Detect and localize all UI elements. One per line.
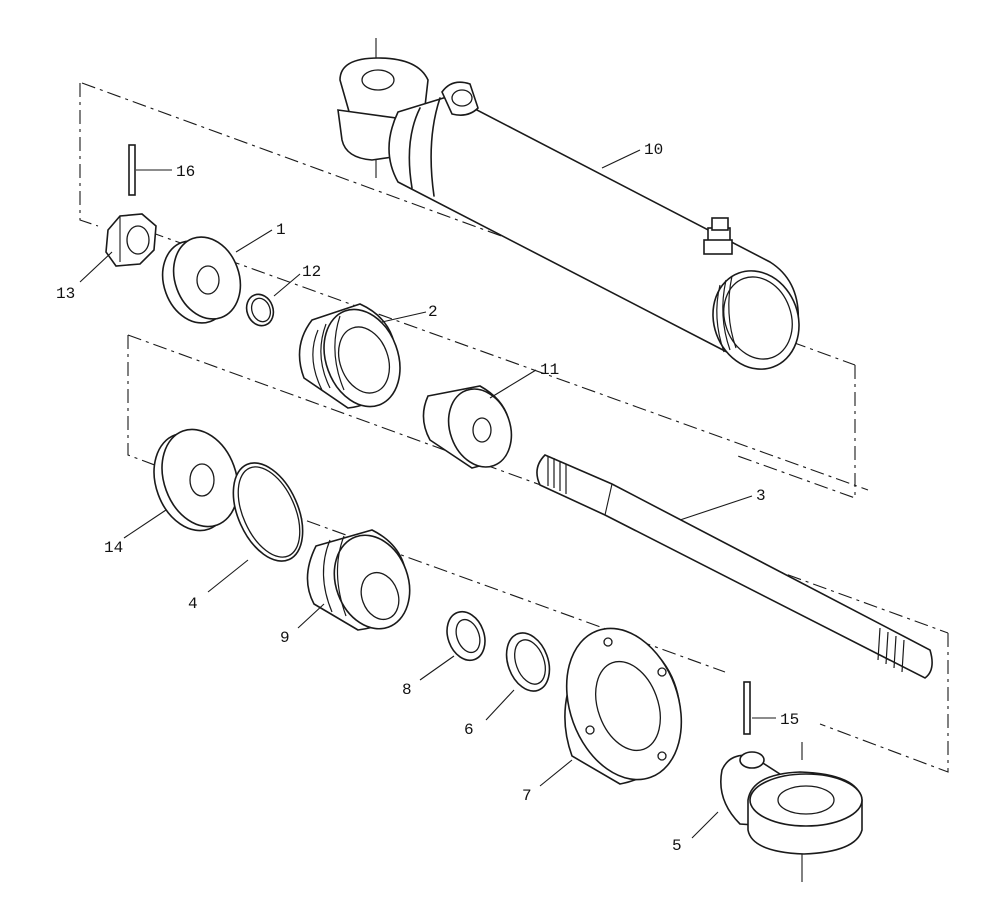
end-cap-bolt-hole-4 bbox=[585, 725, 595, 735]
front-port-hex bbox=[703, 239, 733, 255]
washer-14-hole bbox=[189, 463, 215, 497]
rod-eye-pin-boss bbox=[739, 751, 765, 769]
centerline-upper-right bbox=[734, 365, 856, 499]
leader-1 bbox=[235, 229, 273, 253]
leader-14 bbox=[123, 509, 167, 539]
part-5-rod-eye bbox=[720, 742, 863, 882]
rod-shoulder bbox=[604, 483, 613, 516]
callout-2: 2 bbox=[428, 303, 438, 321]
leader-5 bbox=[691, 811, 719, 839]
rod-shaft bbox=[536, 454, 933, 679]
end-cap-bolt-hole-3 bbox=[657, 751, 667, 761]
wiper-6-inner bbox=[514, 639, 546, 685]
piston-grooves bbox=[312, 315, 345, 391]
part-8-seal bbox=[446, 610, 486, 662]
hex-nut-bore bbox=[126, 225, 150, 255]
part-4-o-ring bbox=[232, 462, 304, 562]
part-6-wiper bbox=[505, 632, 551, 692]
callout-15: 15 bbox=[780, 711, 799, 729]
barrel-collar bbox=[408, 107, 421, 189]
callout-10: 10 bbox=[644, 141, 663, 159]
leader-9 bbox=[297, 603, 325, 629]
part-13-hex-nut bbox=[105, 213, 157, 267]
roll-pin-16 bbox=[128, 144, 136, 196]
callout-9: 9 bbox=[280, 629, 290, 647]
rear-port-opening bbox=[451, 89, 473, 107]
leader-3 bbox=[679, 495, 753, 521]
o-ring-4-inner bbox=[237, 466, 301, 558]
callout-11: 11 bbox=[540, 361, 559, 379]
leader-12 bbox=[273, 273, 301, 297]
callout-1: 1 bbox=[276, 221, 286, 239]
centerline-lower-top bbox=[127, 334, 949, 634]
callout-6: 6 bbox=[464, 721, 474, 739]
callout-7: 7 bbox=[522, 787, 532, 805]
part-2-piston bbox=[298, 303, 401, 409]
callout-8: 8 bbox=[402, 681, 412, 699]
rod-eye-bore bbox=[777, 785, 835, 815]
end-cap-bolt-hole-2 bbox=[657, 667, 667, 677]
axis-line-lower bbox=[179, 474, 726, 673]
callout-16: 16 bbox=[176, 163, 195, 181]
gland-bore bbox=[360, 571, 400, 621]
end-cap-bolt-hole-1 bbox=[603, 637, 613, 647]
end-cap-bore bbox=[595, 660, 661, 752]
callout-14: 14 bbox=[104, 539, 123, 557]
leader-13 bbox=[79, 251, 113, 283]
callout-4: 4 bbox=[188, 595, 198, 613]
leader-10 bbox=[601, 149, 641, 169]
spacer-bore bbox=[472, 417, 492, 443]
callout-5: 5 bbox=[672, 837, 682, 855]
barrel-collar-inner bbox=[430, 97, 441, 197]
part-7-end-cap bbox=[564, 627, 683, 785]
piston-bore bbox=[337, 326, 391, 394]
part-3-piston-rod bbox=[536, 454, 933, 679]
part-10-cylinder-barrel bbox=[337, 38, 800, 370]
front-port-nipple bbox=[711, 217, 729, 231]
leader-11 bbox=[489, 369, 537, 399]
part-11-spacer bbox=[422, 385, 513, 469]
clevis-pin-hole bbox=[361, 69, 395, 91]
callout-13: 13 bbox=[56, 285, 75, 303]
rod-threads-rear bbox=[547, 456, 567, 494]
leader-6 bbox=[485, 689, 515, 721]
leader-8 bbox=[419, 655, 455, 681]
rod-threads-front bbox=[877, 627, 905, 673]
callout-12: 12 bbox=[302, 263, 321, 281]
roll-pin-15 bbox=[743, 681, 751, 735]
part-16-roll-pin bbox=[128, 144, 136, 196]
part-12-o-ring bbox=[245, 293, 275, 327]
washer-1-hole bbox=[196, 265, 220, 295]
o-ring-12-inner bbox=[250, 297, 272, 323]
gland-grooves bbox=[322, 535, 347, 617]
seal-8-inner bbox=[455, 618, 481, 654]
centerline-lower-left bbox=[127, 335, 161, 468]
leader-7 bbox=[539, 759, 573, 787]
leader-4 bbox=[207, 559, 249, 593]
centerline-lower-right bbox=[819, 633, 949, 773]
barrel-threads bbox=[716, 275, 737, 353]
leader-lines bbox=[79, 149, 776, 839]
callout-labels: 1 2 3 4 5 6 7 8 9 10 11 12 13 14 15 16 bbox=[56, 141, 799, 855]
part-1-washer bbox=[161, 236, 242, 324]
leader-2 bbox=[381, 311, 427, 323]
callout-3: 3 bbox=[756, 487, 766, 505]
part-14-washer bbox=[153, 428, 239, 532]
part-15-roll-pin bbox=[743, 681, 751, 735]
centerline-upper-left bbox=[79, 83, 99, 227]
part-9-gland bbox=[306, 529, 411, 631]
axis-line-upper bbox=[149, 231, 869, 491]
barrel-bore bbox=[723, 276, 793, 360]
